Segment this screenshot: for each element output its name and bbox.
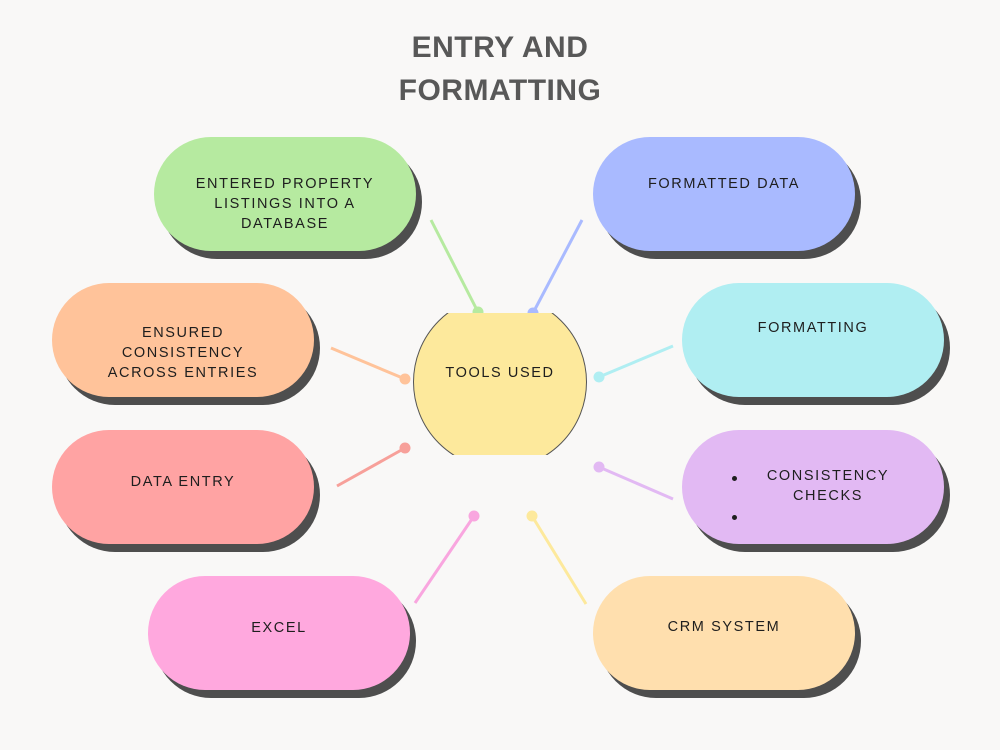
connector-formatting (598, 344, 674, 379)
connector-data-entry (336, 446, 406, 488)
connector-entered (429, 219, 480, 313)
connector-dot-data-entry (399, 442, 411, 454)
node-consistency-checks-label: CONSISTENCY CHECKS (766, 468, 890, 504)
pill-body: DATA ENTRY (52, 430, 314, 544)
node-formatting-label: FORMATTING (757, 320, 869, 336)
node-ensured-consistency: ENSURED CONSISTENCY ACROSS ENTRIES (52, 283, 320, 405)
pill-body: ENTERED PROPERTY LISTINGS INTO A DATABAS… (154, 137, 416, 251)
hub-circle (413, 313, 587, 455)
connector-dot-crm (526, 510, 538, 522)
connector-dot-consistency (593, 461, 605, 473)
node-formatting: FORMATTING (682, 283, 950, 405)
node-entered-listings-label: ENTERED PROPERTY LISTINGS INTO A DATABAS… (195, 176, 375, 232)
connector-excel (413, 515, 476, 604)
pill-body: FORMATTING (682, 283, 944, 397)
pill-body: CRM SYSTEM (593, 576, 855, 690)
connector-ensured (330, 346, 406, 381)
connector-consistency (598, 465, 674, 501)
node-data-entry: DATA ENTRY (52, 430, 320, 552)
title-line-1: ENTRY AND (411, 31, 589, 64)
node-formatted-data: FORMATTED DATA (593, 137, 861, 259)
node-excel-label: EXCEL (251, 620, 307, 636)
hub-label: TOOLS USED (445, 365, 555, 381)
node-crm-system-label: CRM SYSTEM (667, 619, 781, 635)
pill-body: ENSURED CONSISTENCY ACROSS ENTRIES (52, 283, 314, 397)
connector-dot-formatting (593, 371, 605, 383)
connector-dot-excel (468, 510, 480, 522)
hub-node: TOOLS USED (413, 313, 587, 455)
node-excel: EXCEL (148, 576, 416, 698)
title-line-2: FORMATTING (398, 74, 602, 107)
node-consistency-checks: CONSISTENCY CHECKS (682, 430, 950, 552)
diagram-title: ENTRY AND FORMATTING (0, 26, 1000, 112)
node-entered-listings: ENTERED PROPERTY LISTINGS INTO A DATABAS… (154, 137, 422, 259)
pill-body: EXCEL (148, 576, 410, 690)
node-crm-system: CRM SYSTEM (593, 576, 861, 698)
connector-crm (530, 515, 588, 605)
bullet-point (732, 476, 737, 481)
node-data-entry-label: DATA ENTRY (130, 474, 236, 490)
pill-body: CONSISTENCY CHECKS (682, 430, 944, 544)
connector-dot-ensured (399, 373, 411, 385)
bullet-point (732, 515, 737, 520)
node-ensured-consistency-label: ENSURED CONSISTENCY ACROSS ENTRIES (107, 325, 259, 381)
node-formatted-data-label: FORMATTED DATA (647, 176, 801, 192)
connector-formatted (531, 219, 584, 314)
pill-body: FORMATTED DATA (593, 137, 855, 251)
